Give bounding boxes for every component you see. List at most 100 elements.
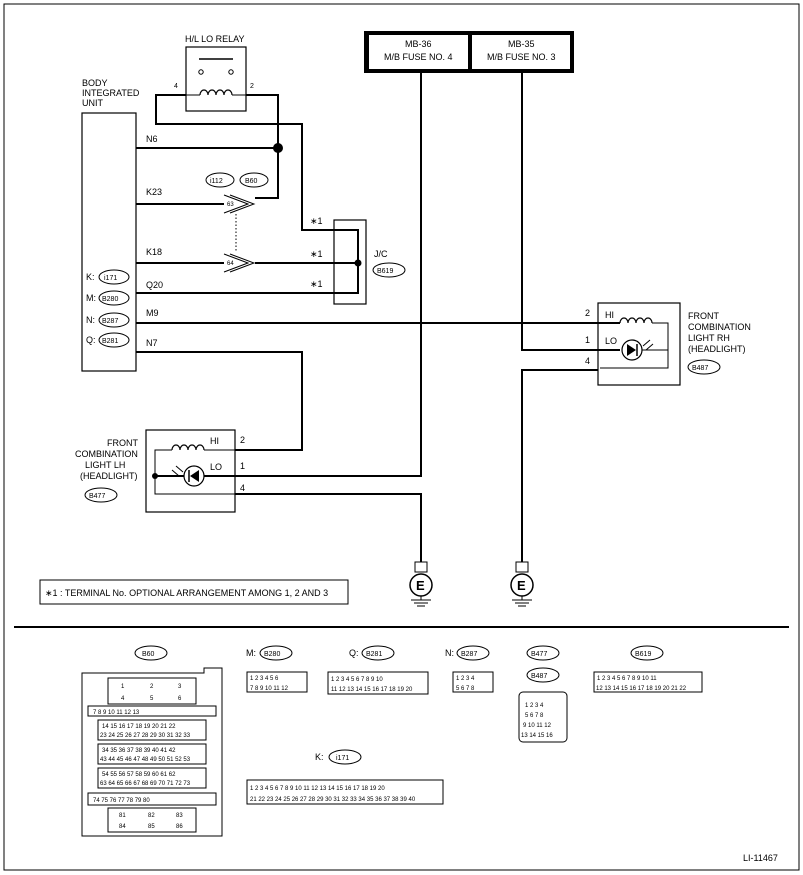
- svg-text:82: 82: [148, 813, 155, 819]
- svg-text:B487: B487: [692, 365, 708, 372]
- terminal-note: ∗1 : TERMINAL No. OPTIONAL ARRANGEMENT A…: [39, 579, 349, 605]
- connector-b281: Q: B281 1 2 3 4 5 6 7 8 9 10 11 12 13 14…: [327, 645, 429, 695]
- svg-text:1 2 3 4 5 6 7 8 9 10 11: 1 2 3 4 5 6 7 8 9 10 11: [597, 676, 657, 682]
- svg-text:N6: N6: [146, 134, 158, 144]
- svg-text:FRONT: FRONT: [107, 438, 138, 448]
- svg-text:MB-36: MB-36: [405, 39, 432, 49]
- ground-right: E: [510, 561, 534, 607]
- wire-fuse-3: [521, 73, 620, 351]
- relay-pin-4: 4: [174, 83, 178, 90]
- splice-n6: [273, 143, 283, 153]
- svg-text:COMBINATION: COMBINATION: [75, 449, 138, 459]
- svg-text:B477: B477: [531, 651, 547, 658]
- svg-text:(HEADLIGHT): (HEADLIGHT): [80, 471, 138, 481]
- svg-text:COMBINATION: COMBINATION: [688, 322, 751, 332]
- svg-text:1 2 3 4: 1 2 3 4: [456, 676, 475, 682]
- svg-text:9 10 11 12: 9 10 11 12: [523, 723, 552, 729]
- svg-text:63: 63: [227, 202, 234, 208]
- relay-pin-2: 2: [250, 83, 254, 90]
- svg-text:B287: B287: [102, 318, 118, 325]
- svg-text:85: 85: [148, 824, 155, 830]
- document-id: LI-11467: [743, 853, 778, 863]
- headlight-rh: HI LO 2 1 4 FRONT COMBINATION LIGHT RH (…: [585, 302, 751, 386]
- svg-text:3: 3: [178, 684, 182, 690]
- headlight-lh: HI LO 2 1 4 FRONT COMBINATION LIGHT LH (…: [75, 429, 245, 513]
- svg-text:B287: B287: [461, 651, 477, 658]
- svg-text:5 6 7 8: 5 6 7 8: [456, 686, 475, 692]
- svg-text:MB-35: MB-35: [508, 39, 535, 49]
- svg-text:LO: LO: [605, 336, 617, 346]
- svg-text:86: 86: [176, 824, 183, 830]
- svg-text:5 6 7 8: 5 6 7 8: [525, 713, 544, 719]
- svg-text:N:: N:: [445, 648, 454, 658]
- svg-text:HI: HI: [605, 310, 614, 320]
- relay-title: H/L LO RELAY: [185, 34, 245, 44]
- svg-text:∗1: ∗1: [310, 216, 323, 226]
- svg-text:i171: i171: [104, 275, 117, 282]
- svg-text:1 2 3 4 5 6 7 8 9 10 11 12 13: 1 2 3 4 5 6 7 8 9 10 11 12 13 14 15 16 1…: [250, 786, 385, 792]
- junction-connector: ∗1 ∗1 ∗1 J/C B619: [310, 216, 406, 305]
- svg-text:LIGHT LH: LIGHT LH: [85, 460, 125, 470]
- svg-text:B487: B487: [531, 673, 547, 680]
- svg-text:34 35 36 37 38 39 40 41 42: 34 35 36 37 38 39 40 41 42: [102, 748, 176, 754]
- svg-text:K18: K18: [146, 247, 162, 257]
- wire-lh-ground: [235, 493, 422, 562]
- svg-text:N7: N7: [146, 338, 158, 348]
- svg-text:INTEGRATED: INTEGRATED: [82, 88, 140, 98]
- svg-text:E: E: [416, 578, 425, 593]
- svg-text:∗1 : TERMINAL No. OPTIONAL AR: ∗1 : TERMINAL No. OPTIONAL ARRANGEMENT A…: [45, 588, 328, 598]
- svg-text:Q20: Q20: [146, 280, 163, 290]
- svg-text:7 8 9 10 11 12 13: 7 8 9 10 11 12 13: [93, 710, 140, 716]
- body-integrated-unit: BODY INTEGRATED UNIT K: i171 M: B280 N: …: [81, 78, 163, 372]
- svg-text:B477: B477: [89, 493, 105, 500]
- connector-i171: K: i171 1 2 3 4 5 6 7 8 9 10 11 12 13 14…: [246, 749, 444, 805]
- svg-text:B60: B60: [245, 178, 258, 185]
- svg-text:74 75 76 77 78 79 80: 74 75 76 77 78 79 80: [93, 798, 150, 804]
- svg-text:1 2 3 4: 1 2 3 4: [525, 703, 544, 709]
- svg-text:J/C: J/C: [374, 249, 388, 259]
- svg-text:B280: B280: [264, 651, 280, 658]
- svg-text:BODY: BODY: [82, 78, 108, 88]
- svg-text:23 24 25 26 27 28 29 30 31 32: 23 24 25 26 27 28 29 30 31 32 33: [100, 733, 191, 739]
- svg-text:LO: LO: [210, 462, 222, 472]
- fuse-box: MB-36 M/B FUSE NO. 4 MB-35 M/B FUSE NO. …: [364, 31, 574, 73]
- svg-text:M:: M:: [246, 648, 256, 658]
- svg-text:6: 6: [178, 696, 182, 702]
- svg-text:B280: B280: [102, 296, 118, 303]
- wire-n7: [136, 351, 303, 451]
- svg-text:5: 5: [150, 696, 154, 702]
- svg-text:K:: K:: [315, 752, 324, 762]
- svg-text:1 2 3 4 5 6 7 8 9 10: 1 2 3 4 5 6 7 8 9 10: [331, 677, 383, 683]
- ground-left: E: [409, 561, 433, 607]
- svg-text:54 55 56 57 58 59 60 61 62: 54 55 56 57 58 59 60 61 62: [102, 772, 176, 778]
- svg-text:M:: M:: [86, 293, 96, 303]
- svg-text:B281: B281: [102, 338, 118, 345]
- connector-b287: N: B287 1 2 3 4 5 6 7 8: [445, 645, 494, 693]
- svg-text:K23: K23: [146, 187, 162, 197]
- connector-b619: B619 1 2 3 4 5 6 7 8 9 10 11 12 13 14 15…: [593, 645, 703, 693]
- svg-text:1: 1: [240, 461, 245, 471]
- svg-text:M/B FUSE NO. 4: M/B FUSE NO. 4: [384, 52, 453, 62]
- svg-text:2: 2: [240, 435, 245, 445]
- svg-text:B281: B281: [366, 651, 382, 658]
- svg-text:1: 1: [585, 335, 590, 345]
- svg-text:4: 4: [240, 483, 245, 493]
- svg-text:21 22 23 24 25 26 27 28 29 30: 21 22 23 24 25 26 27 28 29 30 31 32 33 3…: [250, 797, 416, 803]
- joint-connector: i112 B60 63 64: [205, 172, 269, 273]
- svg-text:B619: B619: [377, 268, 393, 275]
- svg-text:43 44 45 46 47 48 49 50 51 52: 43 44 45 46 47 48 49 50 51 52 53: [100, 757, 191, 763]
- svg-text:UNIT: UNIT: [82, 98, 103, 108]
- svg-text:E: E: [517, 578, 526, 593]
- svg-text:64: 64: [227, 261, 234, 267]
- svg-text:i112: i112: [210, 178, 223, 185]
- svg-text:HI: HI: [210, 436, 219, 446]
- relay-wire-4: [155, 94, 334, 231]
- svg-text:M/B FUSE NO. 3: M/B FUSE NO. 3: [487, 52, 556, 62]
- svg-text:∗1: ∗1: [310, 249, 323, 259]
- svg-text:B60: B60: [142, 651, 155, 658]
- svg-text:81: 81: [119, 813, 126, 819]
- svg-text:63 64 65 66 67 68 69 70 71 72: 63 64 65 66 67 68 69 70 71 72 73: [100, 781, 191, 787]
- svg-text:4: 4: [585, 356, 590, 366]
- svg-text:83: 83: [176, 813, 183, 819]
